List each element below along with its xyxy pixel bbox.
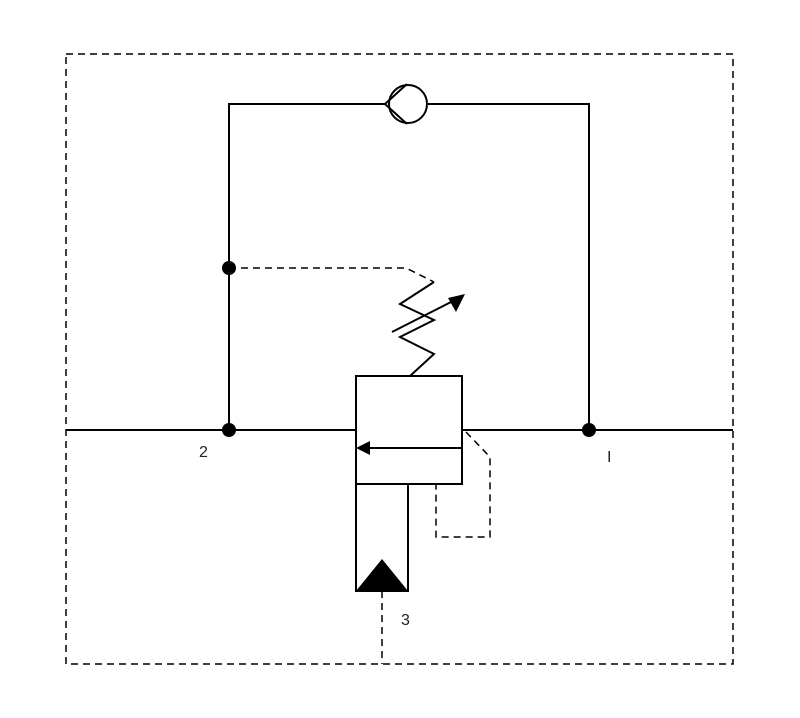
enclosure-boundary xyxy=(65,53,734,665)
bypass-loop-line xyxy=(228,103,590,430)
port-label-1: I xyxy=(607,449,611,466)
drain-line xyxy=(435,431,491,538)
flow-arrow-icon xyxy=(356,441,462,455)
port-label-3: 3 xyxy=(401,612,410,629)
check-valve-icon xyxy=(383,83,428,125)
adjustable-spring-icon xyxy=(391,281,465,377)
pilot-triangle-icon xyxy=(356,559,408,591)
junction-dot-port-2 xyxy=(222,423,236,437)
pilot-line-spring xyxy=(229,267,435,283)
valve-body xyxy=(355,375,463,485)
junction-dot-port-1 xyxy=(582,423,596,437)
port-label-2: 2 xyxy=(199,444,208,461)
